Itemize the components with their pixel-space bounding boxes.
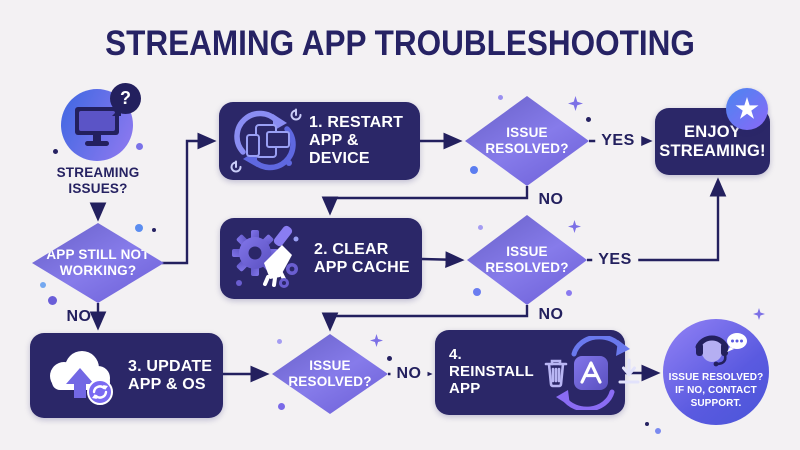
enjoy-label: ENJOY STREAMING! — [659, 123, 766, 160]
edge-label-no-app: NO — [66, 308, 92, 325]
decision-app-label: APP STILL NOT WORKING? — [46, 247, 150, 278]
edge-label-yes1: YES — [595, 132, 641, 150]
step2-box: 2. CLEAR APP CACHE — [220, 218, 422, 299]
decision3-diamond: ISSUE RESOLVED? — [272, 334, 388, 414]
decor-dot — [655, 428, 661, 434]
step3-box: 3. UPDATE APP & OS — [30, 333, 223, 418]
edge-label-no2: NO — [538, 306, 564, 323]
decision1-label: ISSUE RESOLVED? — [485, 125, 569, 156]
decor-dot — [135, 224, 143, 232]
decision1-diamond: ISSUE RESOLVED? — [465, 96, 589, 186]
decor-dot — [53, 149, 58, 154]
start-label: STREAMING ISSUES? — [56, 165, 140, 197]
decor-dot — [566, 290, 572, 296]
star-badge-icon — [726, 88, 768, 130]
step1-box: 1. RESTART APP & DEVICE — [219, 102, 420, 180]
step3-label: 3. UPDATE APP & OS — [128, 357, 213, 393]
decor-dot — [278, 403, 285, 410]
decor-dot — [387, 356, 392, 361]
gear-brush-icon — [232, 225, 299, 288]
monitor-icon — [75, 107, 119, 146]
step1-label: 1. RESTART APP & DEVICE — [309, 114, 404, 167]
edge-label-yes2: YES — [592, 251, 638, 269]
decision2-label: ISSUE RESOLVED? — [485, 244, 569, 275]
support-agent-icon — [695, 333, 747, 367]
question-mark: ? — [120, 88, 131, 108]
cloud-update-icon — [50, 350, 113, 405]
edge-label-no1: NO — [538, 191, 564, 208]
sparkle-icon — [568, 96, 583, 111]
step2-label: 2. CLEAR APP CACHE — [314, 240, 410, 276]
decor-dot — [136, 143, 143, 150]
decor-dot — [277, 339, 282, 344]
trash-appstore-download-icons — [544, 335, 640, 410]
decor-dot — [470, 166, 478, 174]
step4-label: 4. REINSTALL APP — [449, 346, 534, 397]
decor-dot — [586, 117, 591, 122]
support-label: ISSUE RESOLVED? IF NO, CONTACT SUPPORT. — [668, 372, 764, 409]
edge-label-no3: NO — [390, 365, 428, 383]
decor-dot — [478, 225, 483, 230]
question-bubble: ? — [110, 83, 141, 114]
decor-dot — [48, 296, 57, 305]
restart-devices-icon — [230, 108, 302, 173]
decor-dot — [40, 282, 46, 288]
decor-dot — [498, 95, 503, 100]
enjoy-box: ENJOY STREAMING! — [655, 88, 770, 175]
support-node: ISSUE RESOLVED? IF NO, CONTACT SUPPORT. — [663, 319, 769, 425]
decision3-label: ISSUE RESOLVED? — [288, 358, 372, 389]
page-title: STREAMING APP TROUBLESHOOTING — [105, 24, 695, 63]
start-node — [61, 89, 133, 161]
sparkle-icon — [568, 220, 581, 233]
sparkle-icon — [370, 334, 383, 347]
step4-box: 4. REINSTALL APP — [435, 330, 640, 415]
sparkle-icon — [753, 308, 765, 320]
star-icon — [735, 97, 759, 119]
decision-app-diamond: APP STILL NOT WORKING? — [32, 223, 164, 303]
decor-dot — [152, 228, 156, 232]
decor-dot — [473, 288, 481, 296]
decor-dot — [645, 422, 649, 426]
